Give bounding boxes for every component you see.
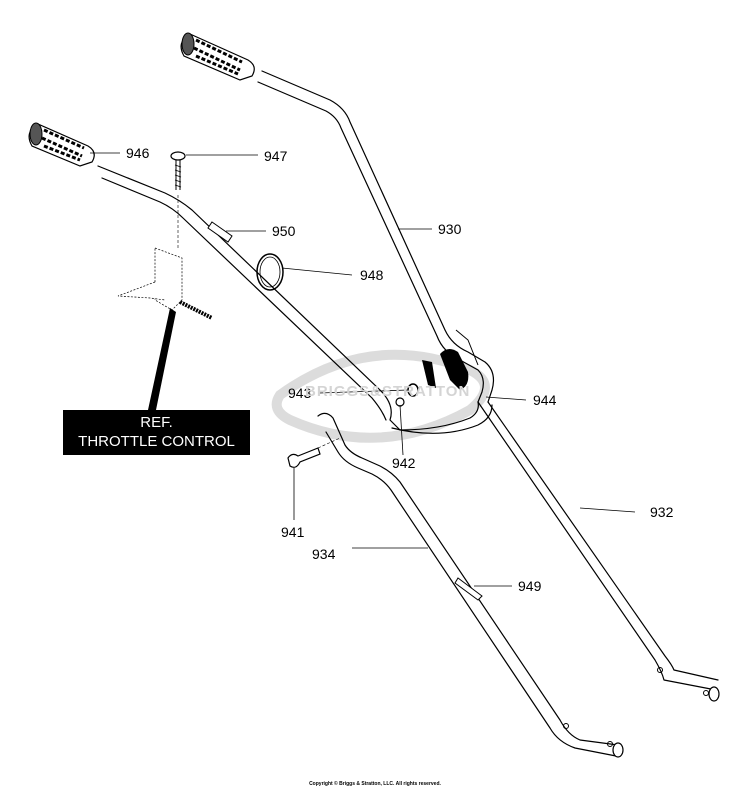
copyright-notice: Copyright © Briggs & Stratton, LLC. All … [309, 781, 441, 787]
label-plate-950 [207, 221, 233, 243]
part-label-950: 950 [272, 223, 296, 239]
ref-throttle-control-box: REF. THROTTLE CONTROL [63, 410, 250, 455]
part-label-944: 944 [533, 392, 557, 408]
lower-handle-934 [317, 412, 624, 758]
ref-box-line2: THROTTLE CONTROL [78, 433, 235, 450]
part-label-941: 941 [281, 524, 305, 540]
part-label-947: 947 [264, 148, 288, 164]
grip-upper [180, 32, 255, 81]
screw-947 [170, 151, 186, 250]
part-label-934: 934 [312, 546, 336, 562]
bolt-941 [287, 437, 341, 468]
grip-lower [28, 122, 95, 167]
knob-assembly [395, 329, 479, 407]
part-label-949: 949 [518, 578, 542, 594]
part-label-930: 930 [438, 221, 462, 237]
clip-948 [256, 253, 284, 291]
label-plate-949 [454, 577, 483, 601]
ref-box-line1: REF. [140, 414, 173, 431]
part-label-946: 946 [126, 145, 150, 161]
watermark-logo [271, 349, 490, 443]
left-upper-tube [97, 165, 493, 434]
part-label-932: 932 [650, 504, 674, 520]
part-label-943: 943 [288, 385, 312, 401]
watermark-text: BRIGGS&STRATTON [305, 383, 471, 400]
part-label-942: 942 [392, 455, 416, 471]
part-label-948: 948 [360, 267, 384, 283]
lower-handle-932 [477, 401, 720, 702]
throttle-control-ref [117, 247, 213, 410]
leader-lines [90, 152, 636, 587]
